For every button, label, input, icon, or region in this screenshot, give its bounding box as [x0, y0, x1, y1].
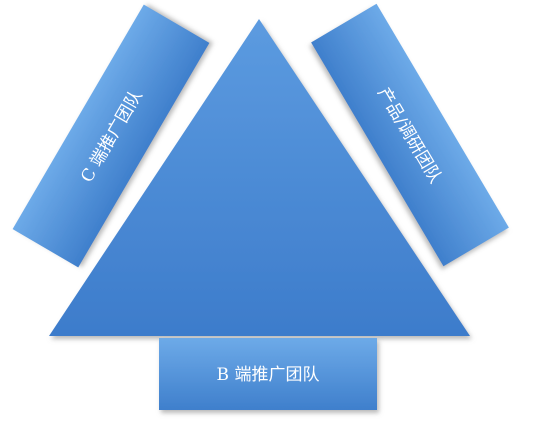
left-block-shape [12, 4, 210, 268]
bottom-block-label: B 端推广团队 [217, 365, 320, 385]
bottom-team-block: B 端推广团队 [159, 338, 377, 410]
left-team-block: C 端推广团队 [12, 4, 210, 268]
right-block-shape [311, 3, 509, 267]
bottom-block-shape [159, 338, 377, 410]
center-triangle [49, 19, 470, 336]
